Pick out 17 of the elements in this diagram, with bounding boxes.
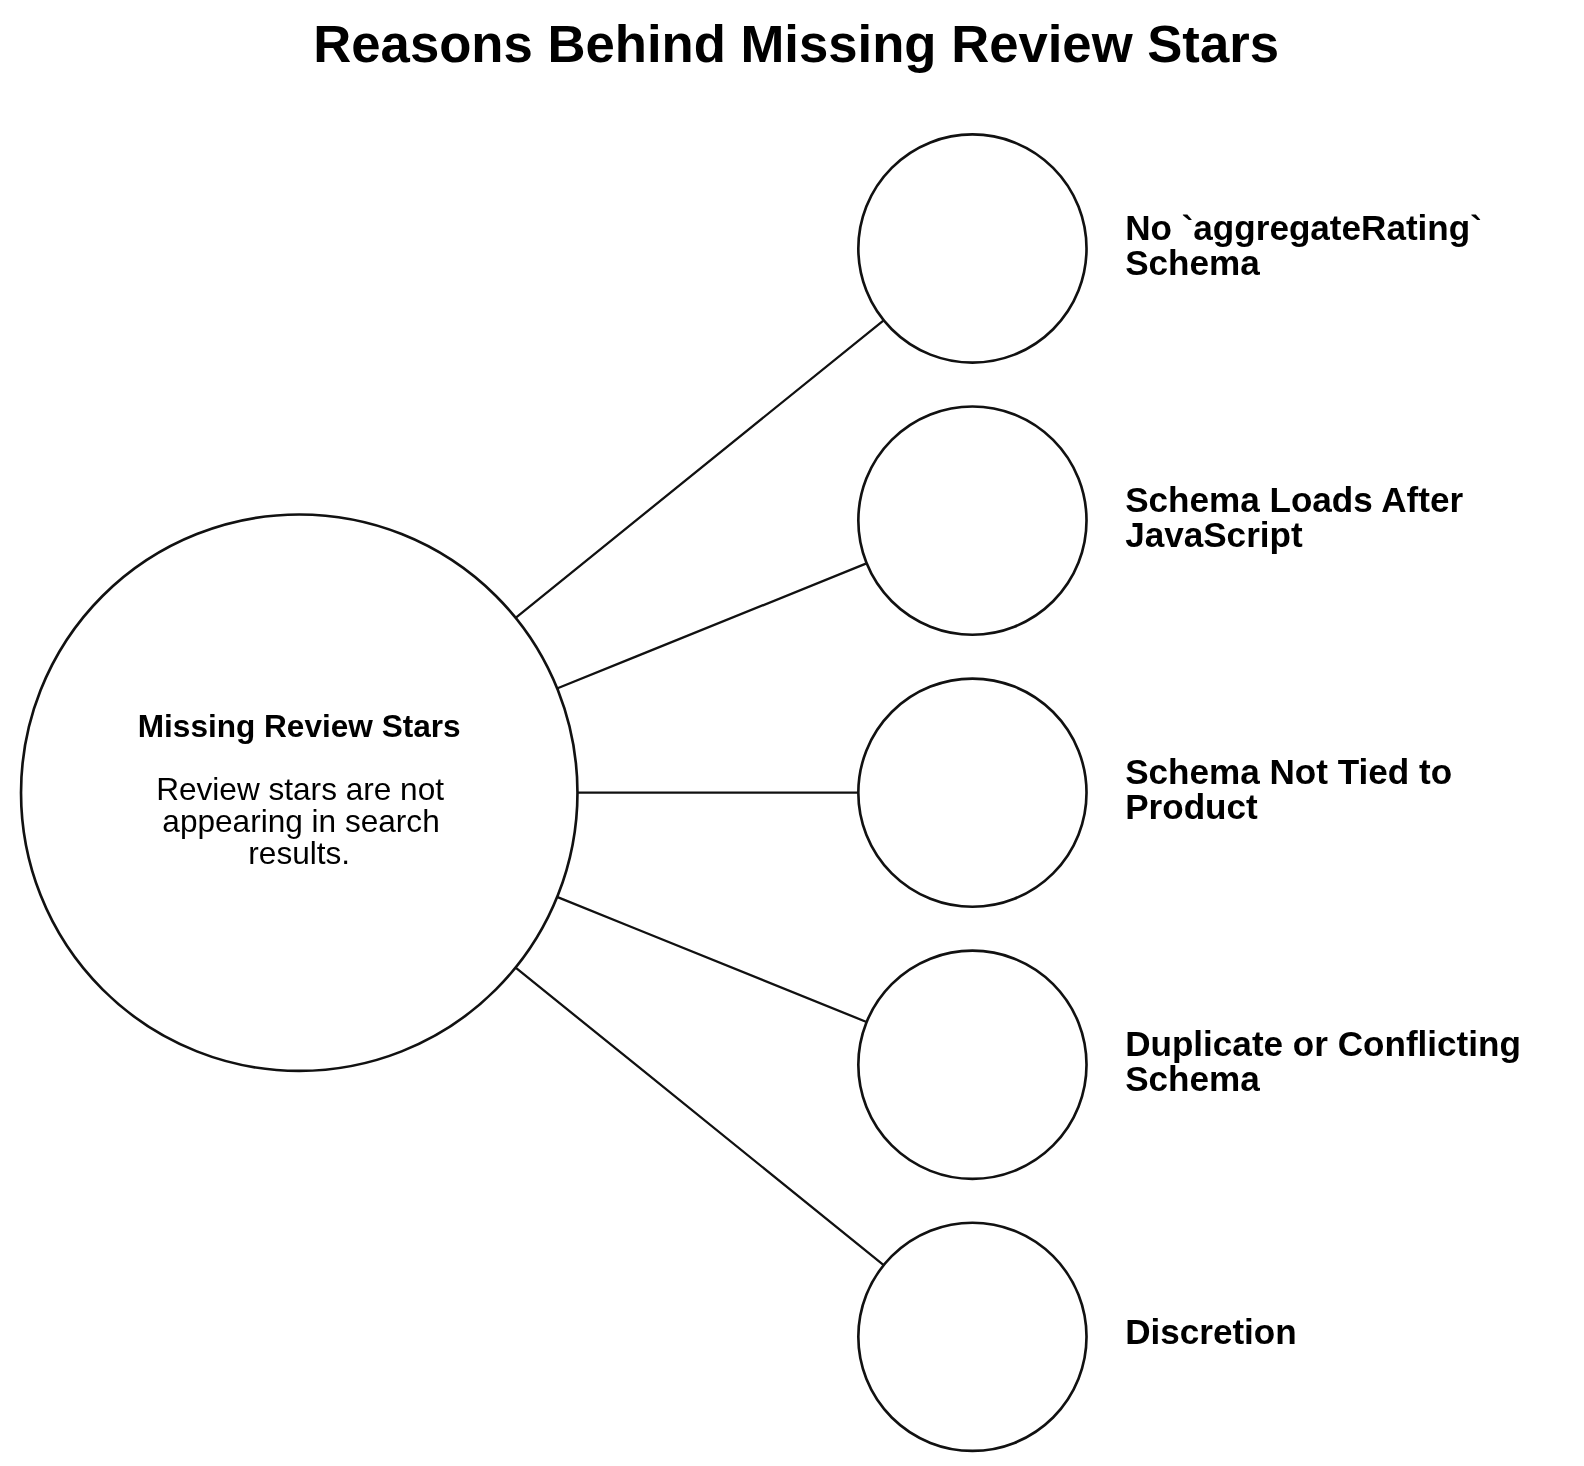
connector <box>556 562 866 690</box>
connector <box>514 966 884 1266</box>
connector <box>514 319 884 619</box>
node-label: Schema Loads After JavaScript <box>1124 479 1463 554</box>
node-circle <box>856 949 1088 1181</box>
node-circle: Missing Review Stars Review stars are not appearing in search results. <box>19 513 579 1073</box>
connector <box>577 791 858 794</box>
connector <box>556 896 866 1023</box>
node-label: No `aggregateRating` Schema <box>1124 207 1482 282</box>
node-circle <box>856 677 1088 909</box>
node-label: Discretion <box>1124 1311 1297 1351</box>
diagram-title: Reasons Behind Missing Review Stars <box>312 14 1279 74</box>
node-circle <box>856 1221 1088 1453</box>
node-label: Duplicate or Conflicting Schema <box>1124 1023 1521 1099</box>
node-circle <box>856 405 1088 636</box>
node-circle <box>856 133 1088 364</box>
node-label: Schema Not Tied to Product <box>1124 751 1452 827</box>
